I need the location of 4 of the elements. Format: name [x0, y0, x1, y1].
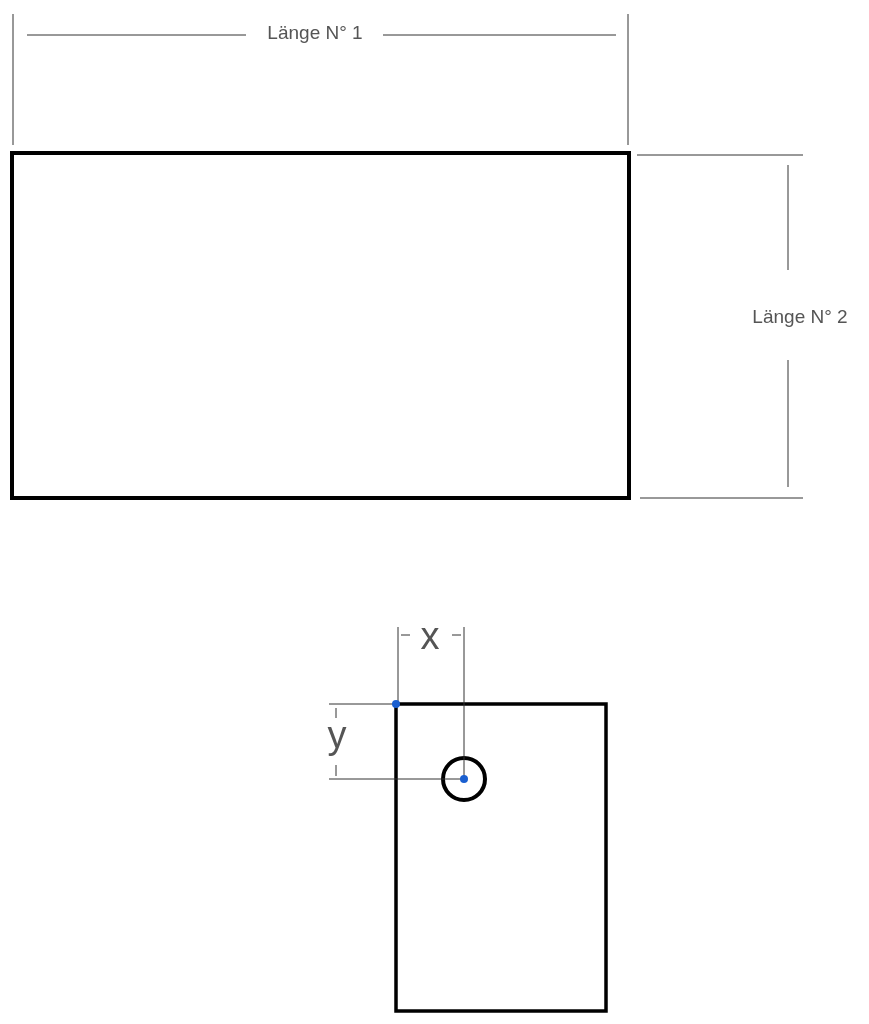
dimension-label: Länge N° 1	[267, 22, 363, 42]
dimension-label: x	[420, 617, 440, 655]
dimension-label: y	[327, 716, 347, 754]
dimension-label: Länge N° 2	[752, 306, 848, 326]
